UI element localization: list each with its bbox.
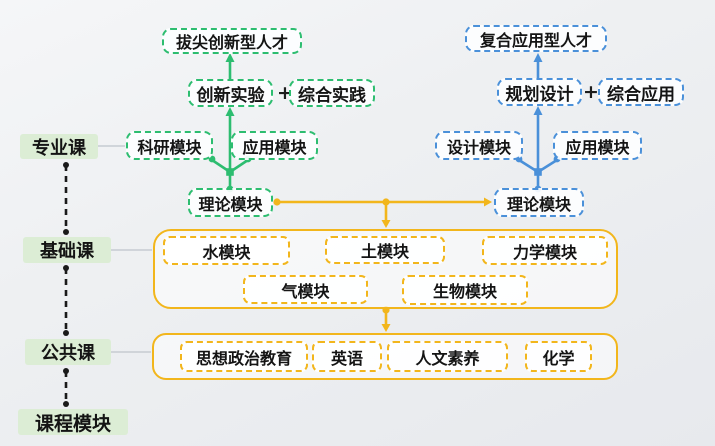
node-chemistry: 化学	[525, 341, 592, 372]
yellow-connector	[273, 197, 492, 332]
arrow-up-icon	[533, 106, 543, 115]
node-composite-applied-talent: 复合应用型人才	[465, 25, 607, 52]
node-humanities: 人文素养	[387, 341, 508, 372]
plus-sign-blue-track: +	[583, 81, 599, 103]
sidebar-item-public-courses: 公共课	[25, 339, 111, 365]
timeline-dots	[63, 162, 69, 407]
arrow-up-icon	[225, 53, 235, 62]
node-ideological-political-education: 思想政治教育	[180, 341, 308, 372]
sidebar-item-course-modules: 课程模块	[18, 409, 128, 435]
node-water-module: 水模块	[163, 236, 290, 265]
junction-node	[226, 168, 234, 176]
node-mechanics-module: 力学模块	[482, 236, 608, 265]
node-soil-module: 土模块	[325, 236, 445, 264]
junction-node	[534, 168, 542, 176]
node-english: 英语	[312, 341, 382, 372]
node-comprehensive-practice: 综合实践	[289, 79, 375, 107]
arrow-up-icon	[225, 107, 235, 116]
node-theory-module-blue: 理论模块	[494, 188, 584, 217]
node-application-module-blue: 应用模块	[553, 131, 642, 160]
sidebar-item-professional-courses: 专业课	[20, 134, 98, 159]
node-innovation-experiment: 创新实验	[188, 79, 273, 107]
label-link-lines	[98, 145, 152, 353]
node-design-module: 设计模块	[435, 131, 523, 160]
arrow-down-icon	[381, 220, 391, 228]
arrow-right-icon	[484, 197, 492, 207]
node-application-module-green: 应用模块	[231, 131, 318, 160]
node-air-module: 气模块	[243, 275, 368, 304]
node-comprehensive-application: 综合应用	[598, 78, 684, 106]
node-biology-module: 生物模块	[402, 275, 528, 305]
sidebar-item-basic-courses: 基础课	[23, 237, 111, 263]
arrow-up-icon	[533, 53, 543, 62]
node-planning-design: 规划设计	[497, 78, 582, 106]
green-connector	[208, 53, 252, 193]
arrow-down-icon	[381, 324, 391, 332]
node-theory-module-green: 理论模块	[188, 188, 273, 217]
node-research-module: 科研模块	[126, 131, 213, 160]
blue-connector	[515, 53, 561, 193]
plus-sign-green-track: +	[277, 82, 293, 104]
node-top-innovative-talent: 拔尖创新型人才	[162, 28, 302, 54]
